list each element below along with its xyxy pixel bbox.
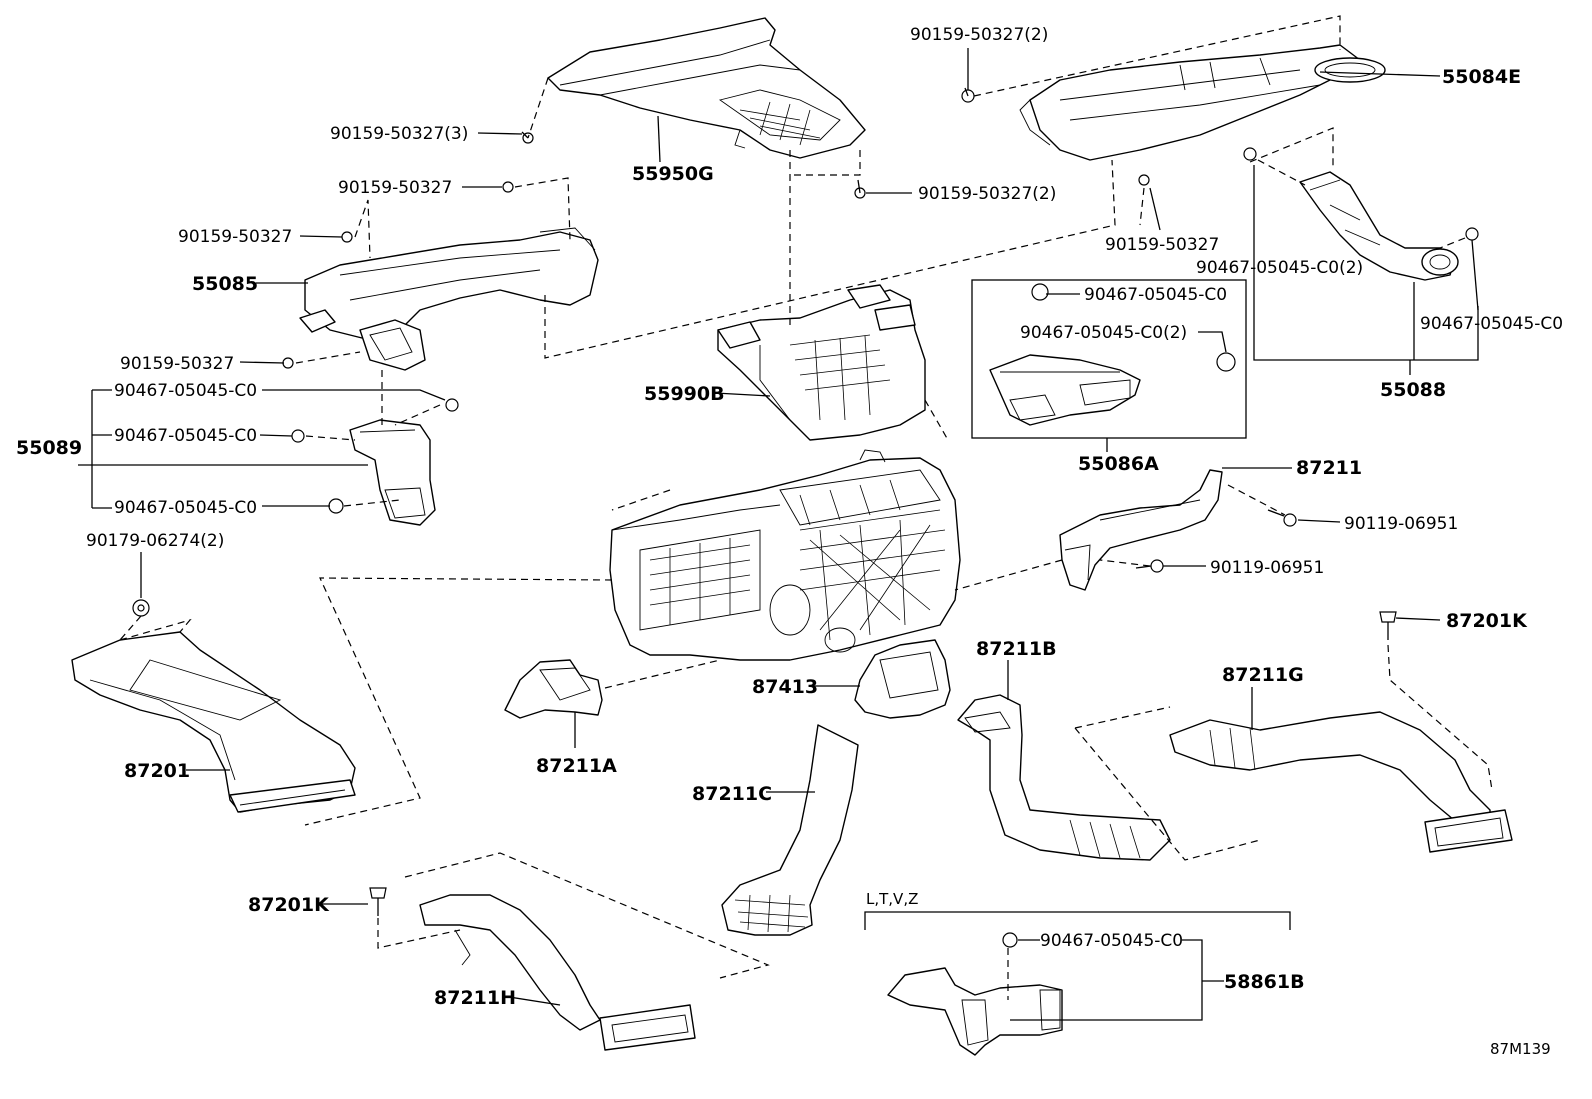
fastener-label: 90159-50327 — [1105, 235, 1219, 255]
clip-label: 90467-05045-C0(2) — [1196, 258, 1363, 278]
part-55084E-drawing — [1019, 44, 1386, 161]
fastener-label: 90159-50327(2) — [910, 25, 1048, 45]
clip-icon — [1031, 283, 1049, 301]
part-87211H-drawing — [419, 894, 696, 1051]
diagram-code: 87M139 — [1490, 1040, 1551, 1058]
screw-label: 90119-06951 — [1210, 558, 1324, 578]
clip-label: 90467-05045-C0 — [114, 381, 257, 401]
clip-icon — [291, 429, 305, 443]
part-number-label: 87211B — [976, 638, 1057, 660]
part-number-label: 55084E — [1442, 66, 1521, 88]
clip-icon — [1002, 932, 1018, 948]
part-87211A-drawing — [504, 659, 603, 719]
clip-label: 90467-05045-C0 — [114, 498, 257, 518]
part-87201-drawing — [71, 631, 356, 813]
part-number-label: 55950G — [632, 163, 714, 185]
part-number-label: 87201 — [124, 760, 190, 782]
clip-label: 90467-05045-C0 — [1084, 285, 1227, 305]
part-87211-drawing — [1059, 469, 1223, 591]
bolt-icon — [521, 131, 534, 144]
fastener-label: 90159-50327 — [120, 354, 234, 374]
clip-label: 90467-05045-C0 — [1040, 931, 1183, 951]
fasteners — [132, 87, 1479, 948]
push-rivet-icon — [369, 887, 387, 916]
clip-icon — [1243, 147, 1257, 161]
fastener-label: 90159-50327 — [178, 227, 292, 247]
part-number-label: 55086A — [1078, 453, 1159, 475]
part-58861B-drawing — [887, 967, 1063, 1056]
part-number-label: 87211 — [1296, 457, 1362, 479]
part-hvac-unit-drawing — [609, 449, 961, 661]
bolt-icon — [1138, 174, 1150, 186]
bolt-icon — [282, 357, 294, 369]
clip-label: 90467-05045-C0 — [1420, 314, 1563, 334]
clip-label: 90467-05045-C0 — [114, 426, 257, 446]
fastener-label: 90159-50327 — [338, 178, 452, 198]
assembly-dashed-lines — [119, 15, 1493, 1000]
part-number-label: 87413 — [752, 676, 818, 698]
part-number-label: 55089 — [16, 437, 82, 459]
part-number-label: 87211C — [692, 783, 772, 805]
part-number-label: 55085 — [192, 273, 258, 295]
clip-icon — [328, 498, 344, 514]
inset-frame-55086A — [971, 279, 1247, 439]
part-labels: 90159-50327(3) 90159-50327(2) 55950G 901… — [16, 25, 1563, 1058]
clip-label: 90467-05045-C0(2) — [1020, 323, 1187, 343]
part-55990B-drawing — [717, 284, 926, 441]
part-87413-drawing — [854, 639, 951, 719]
screw-icon — [1267, 509, 1297, 527]
bolt-icon — [854, 179, 866, 199]
variant-note: L,T,V,Z — [866, 890, 918, 908]
part-number-label: 55990B — [644, 383, 725, 405]
push-rivet-icon — [1379, 611, 1397, 640]
part-55950G-drawing — [547, 17, 866, 159]
part-55085-drawing — [299, 227, 599, 371]
part-number-label: 87211G — [1222, 664, 1304, 686]
part-87211B-drawing — [957, 694, 1171, 861]
part-number-label: 58861B — [1224, 971, 1305, 993]
part-number-label: 87201K — [1446, 610, 1528, 632]
fastener-label: 90159-50327(3) — [330, 124, 468, 144]
clip-icon — [445, 398, 459, 412]
leader-lines — [78, 48, 1479, 1021]
bolt-icon — [502, 181, 514, 193]
part-55088-drawing — [1299, 171, 1459, 281]
bolt-icon — [961, 87, 975, 103]
part-55089-drawing — [349, 419, 436, 526]
clip-icon — [1216, 352, 1236, 372]
fastener-label: 90159-50327(2) — [918, 184, 1056, 204]
part-55086A-drawing — [989, 354, 1141, 426]
bolt-icon — [341, 231, 353, 243]
part-87211C-drawing — [721, 724, 859, 936]
part-number-label: 87211H — [434, 987, 516, 1009]
bracket-58861B-group — [864, 911, 1291, 930]
clip-icon — [1465, 227, 1479, 241]
nut-label: 90179-06274(2) — [86, 531, 224, 551]
part-number-label: 55088 — [1380, 379, 1446, 401]
screw-label: 90119-06951 — [1344, 514, 1458, 534]
nut-icon — [132, 599, 150, 617]
part-number-label: 87201K — [248, 894, 330, 916]
part-87211G-drawing — [1169, 711, 1513, 853]
part-number-label: 87211A — [536, 755, 617, 777]
